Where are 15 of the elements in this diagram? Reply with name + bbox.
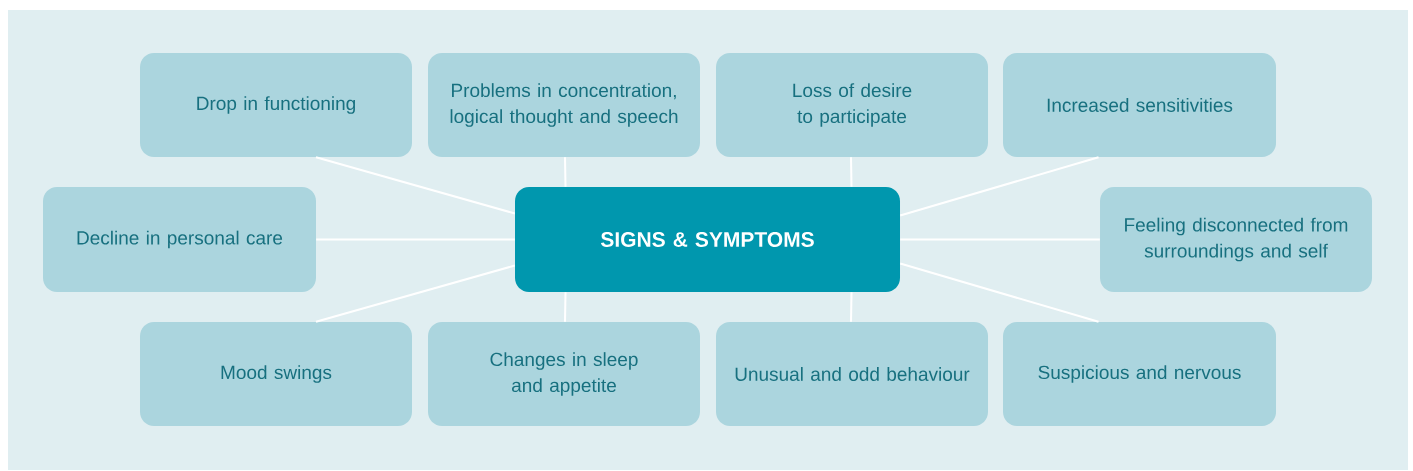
- symptom-box: Changes in sleep and appetite: [428, 322, 700, 426]
- connector-line: [899, 262, 1100, 323]
- connector-line: [899, 156, 1100, 217]
- connector-line: [315, 156, 516, 215]
- symptom-box: Increased sensitivities: [1003, 53, 1276, 157]
- symptom-box: Problems in concentration, logical thought and speech: [428, 53, 700, 157]
- symptom-box: Suspicious and nervous: [1003, 322, 1276, 426]
- symptom-box: Feeling disconnected from surroundings and self: [1100, 187, 1372, 292]
- symptom-box: Decline in personal care: [43, 187, 316, 292]
- symptom-box: Drop in functioning: [140, 53, 412, 157]
- symptom-box: Loss of desire to participate: [716, 53, 988, 157]
- symptom-box: Unusual and odd behaviour: [716, 322, 988, 426]
- connector-line: [315, 264, 516, 323]
- hub-box: SIGNS & SYMPTOMS: [515, 187, 900, 292]
- symptom-box: Mood swings: [140, 322, 412, 426]
